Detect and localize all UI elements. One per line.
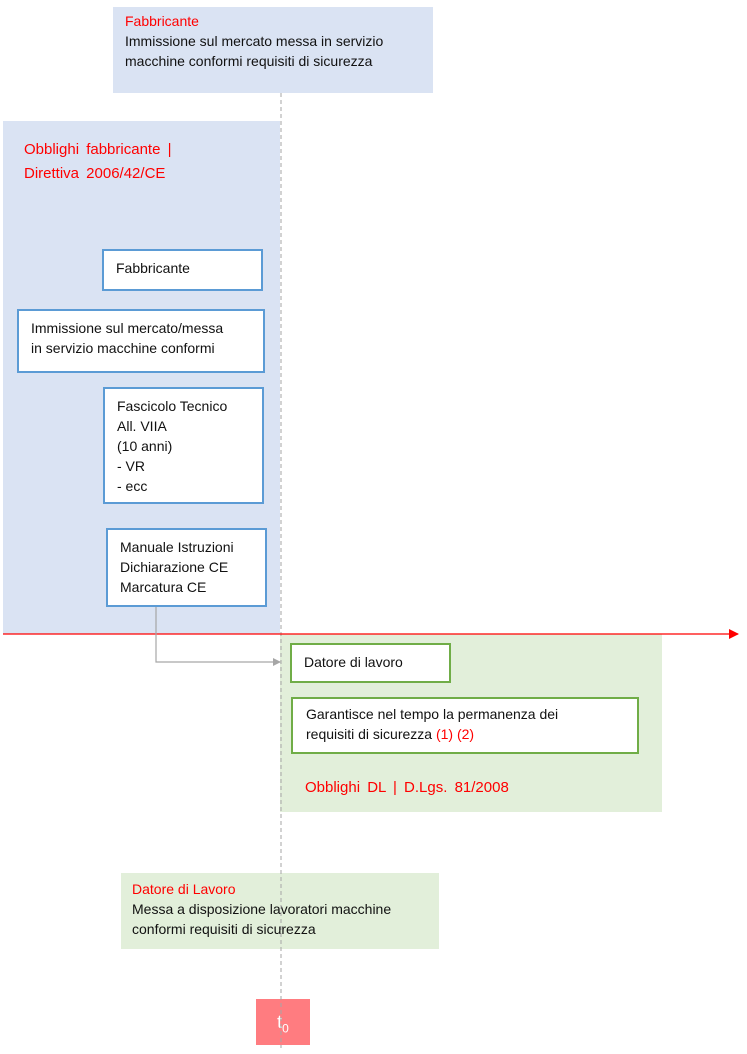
box-manuale-line3: Marcatura CE	[120, 579, 207, 595]
box-garantisce-refs: (1) (2)	[435, 726, 475, 742]
box-fascicolo-tecnico: Fascicolo Tecnico All. VIIA (10 anni) - …	[103, 387, 264, 504]
box-immissione-line2: in servizio macchine conformi	[31, 340, 215, 356]
manufacturer-title-line2: Direttiva 2006/42/CE	[24, 165, 166, 182]
box-immissione: Immissione sul mercato/messa in servizio…	[17, 309, 265, 373]
box-fascicolo-line4: - VR	[117, 458, 145, 474]
top-box-title: Fabbricante	[125, 13, 199, 29]
t0-subscript: 0	[282, 1021, 289, 1036]
manufacturer-panel-title: Obblighi fabbricante | Direttiva 2006/42…	[24, 138, 171, 186]
box-datore-label: Datore di lavoro	[304, 654, 403, 670]
box-manuale-line1: Manuale Istruzioni	[120, 539, 234, 555]
top-box-line1: Immissione sul mercato messa in servizio	[125, 33, 384, 49]
t0-marker: t0	[256, 999, 310, 1045]
bottom-box-line2: conformi requisiti di sicurezza	[132, 921, 316, 937]
top-box-line2: macchine conformi requisiti di sicurezza	[125, 53, 373, 69]
top-fabbricante-box: Fabbricante Immissione sul mercato messa…	[113, 7, 433, 93]
box-garantisce-line2: requisiti di sicurezza (1) (2)	[306, 724, 624, 744]
box-fascicolo-line3: (10 anni)	[117, 438, 173, 454]
box-manuale-istruzioni: Manuale Istruzioni Dichiarazione CE Marc…	[106, 528, 267, 607]
box-fabbricante: Fabbricante	[102, 249, 263, 291]
box-fabbricante-label: Fabbricante	[116, 260, 190, 276]
employer-caption-text: Obblighi DL | D.Lgs. 81/2008	[305, 779, 509, 796]
box-garantisce-line1: Garantisce nel tempo la permanenza dei	[306, 706, 559, 722]
box-datore-di-lavoro: Datore di lavoro	[290, 643, 451, 683]
box-immissione-line1: Immissione sul mercato/messa	[31, 320, 224, 336]
employer-panel-caption: Obblighi DL | D.Lgs. 81/2008	[305, 778, 509, 798]
box-garantisce: Garantisce nel tempo la permanenza dei r…	[291, 697, 639, 754]
bottom-datore-box: Datore di Lavoro Messa a disposizione la…	[121, 873, 439, 949]
box-garantisce-line2-text: requisiti di sicurezza	[306, 726, 436, 742]
box-fascicolo-line1: Fascicolo Tecnico	[117, 398, 228, 414]
bottom-box-line1: Messa a disposizione lavoratori macchine	[132, 901, 392, 917]
box-manuale-line2: Dichiarazione CE	[120, 559, 229, 575]
t0-label: t	[277, 1012, 283, 1032]
box-fascicolo-line5: - ecc	[117, 478, 148, 494]
bottom-box-title: Datore di Lavoro	[132, 881, 236, 897]
manufacturer-title-line1: Obblighi fabbricante |	[24, 141, 172, 158]
box-fascicolo-line2: All. VIIA	[117, 418, 167, 434]
